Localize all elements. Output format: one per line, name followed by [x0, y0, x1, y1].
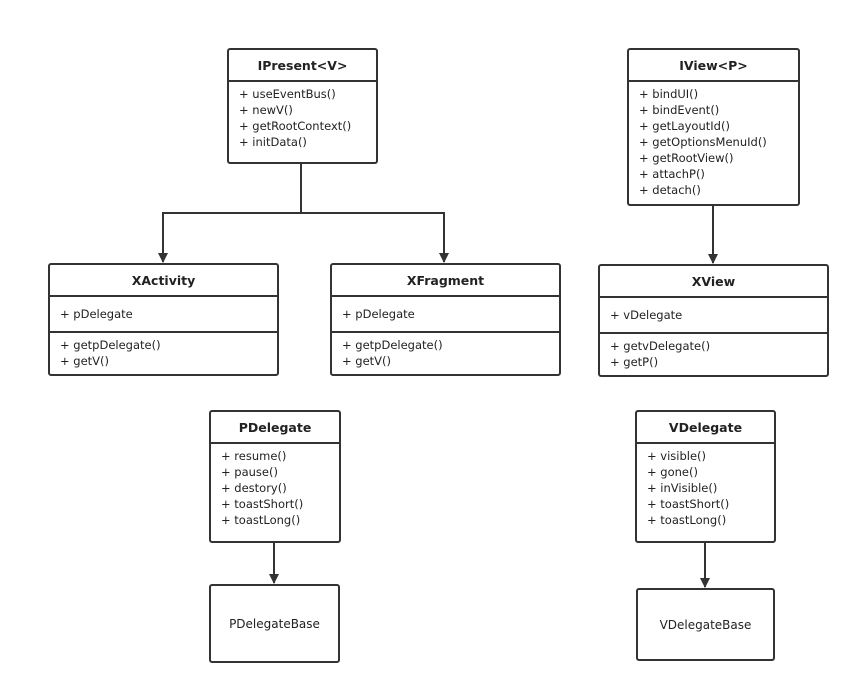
- class-name: IView<P>: [629, 50, 798, 82]
- class-xactivity[interactable]: XActivity + pDelegate + getpDelegate() +…: [48, 263, 279, 376]
- methods: + bindUI() + bindEvent() + getLayoutId()…: [629, 82, 798, 202]
- class-name: XView: [600, 266, 827, 298]
- method: + getV(): [342, 354, 392, 368]
- method: + toastShort(): [647, 497, 730, 511]
- method: + getLayoutId(): [639, 119, 730, 133]
- method: + getRootView(): [639, 151, 734, 165]
- method: + pause(): [221, 465, 278, 479]
- class-pdelegate[interactable]: PDelegate + resume() + pause() + destory…: [209, 410, 341, 543]
- method: + toastLong(): [221, 513, 301, 527]
- class-iview[interactable]: IView<P> + bindUI() + bindEvent() + getL…: [627, 48, 800, 206]
- method: + visible(): [647, 449, 707, 463]
- ipresent-to-xfragment-arrow: [301, 212, 449, 263]
- method: + getV(): [60, 354, 110, 368]
- class-ipresent[interactable]: IPresent<V> + useEventBus() + newV() + g…: [227, 48, 378, 164]
- attribute: + pDelegate: [60, 307, 133, 321]
- method: + getvDelegate(): [610, 339, 711, 353]
- attributes: + pDelegate: [50, 297, 277, 331]
- method: + getpDelegate(): [342, 338, 443, 352]
- methods: + useEventBus() + newV() + getRootContex…: [229, 82, 376, 154]
- class-vdelegate[interactable]: VDelegate + visible() + gone() + inVisib…: [635, 410, 776, 543]
- method: + newV(): [239, 103, 293, 117]
- methods: + getpDelegate() + getV(): [50, 331, 277, 373]
- method: + attachP(): [639, 167, 705, 181]
- attribute: + vDelegate: [610, 308, 683, 322]
- method: + bindUI(): [639, 87, 699, 101]
- method: + toastShort(): [221, 497, 304, 511]
- method: + initData(): [239, 135, 307, 149]
- attributes: + vDelegate: [600, 298, 827, 332]
- method: + getOptionsMenuId(): [639, 135, 767, 149]
- class-name: XActivity: [50, 265, 277, 297]
- class-name: IPresent<V>: [229, 50, 376, 82]
- method: + gone(): [647, 465, 698, 479]
- method: + getP(): [610, 355, 659, 369]
- method: + inVisible(): [647, 481, 718, 495]
- method: + getpDelegate(): [60, 338, 161, 352]
- methods: + getvDelegate() + getP(): [600, 332, 827, 374]
- class-xview[interactable]: XView + vDelegate + getvDelegate() + get…: [598, 264, 829, 377]
- method: + detach(): [639, 183, 701, 197]
- method: + toastLong(): [647, 513, 727, 527]
- class-vdelegatebase[interactable]: VDelegateBase: [636, 588, 775, 661]
- class-xfragment[interactable]: XFragment + pDelegate + getpDelegate() +…: [330, 263, 561, 376]
- method: + bindEvent(): [639, 103, 720, 117]
- class-name: VDelegateBase: [659, 617, 752, 632]
- attributes: + pDelegate: [332, 297, 559, 331]
- class-name: VDelegate: [637, 412, 774, 444]
- methods: + resume() + pause() + destory() + toast…: [211, 444, 339, 532]
- attribute: + pDelegate: [342, 307, 415, 321]
- class-name: PDelegate: [211, 412, 339, 444]
- ipresent-to-xactivity-arrow: [158, 163, 302, 263]
- methods: + getpDelegate() + getV(): [332, 331, 559, 373]
- method: + resume(): [221, 449, 287, 463]
- method: + useEventBus(): [239, 87, 336, 101]
- class-name: PDelegateBase: [229, 616, 320, 631]
- class-pdelegatebase[interactable]: PDelegateBase: [209, 584, 340, 663]
- method: + destory(): [221, 481, 287, 495]
- class-name: XFragment: [332, 265, 559, 297]
- methods: + visible() + gone() + inVisible() + toa…: [637, 444, 774, 532]
- method: + getRootContext(): [239, 119, 352, 133]
